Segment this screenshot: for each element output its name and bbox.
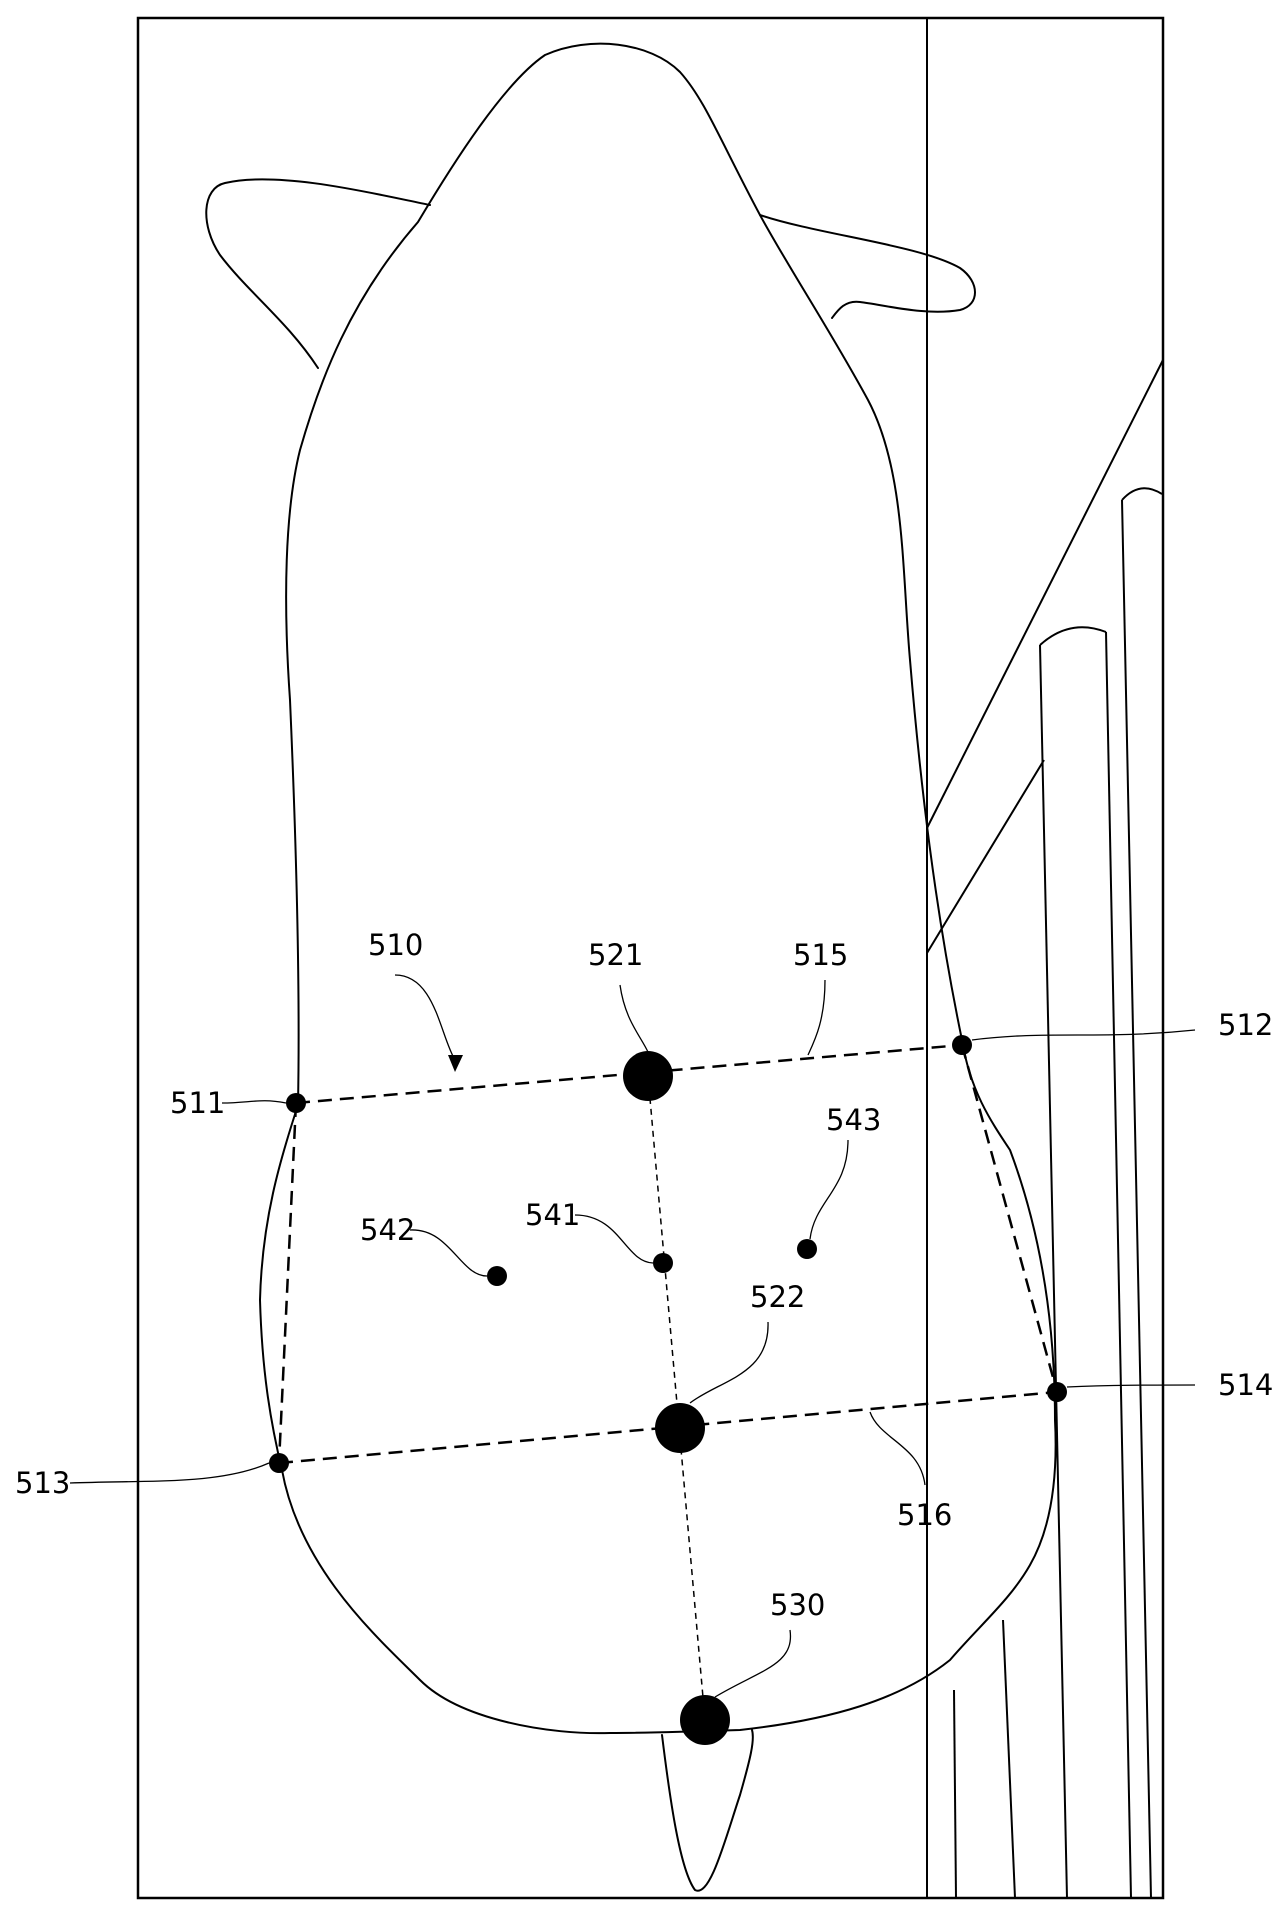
line-spine bbox=[647, 1075, 706, 1721]
label-511: 511 bbox=[170, 1086, 225, 1120]
point-521 bbox=[623, 1051, 673, 1101]
point-511 bbox=[286, 1093, 306, 1113]
point-541 bbox=[653, 1253, 673, 1273]
leader-515 bbox=[807, 979, 826, 1056]
label-543: 543 bbox=[826, 1103, 881, 1137]
point-513 bbox=[269, 1453, 289, 1473]
frame-border bbox=[136, 16, 1165, 1900]
label-522: 522 bbox=[750, 1280, 805, 1314]
label-541: 541 bbox=[525, 1198, 580, 1232]
label-515: 515 bbox=[793, 938, 848, 972]
diagonal-bar-lower bbox=[926, 759, 1045, 954]
leader-511 bbox=[221, 1100, 287, 1104]
label-516: 516 bbox=[897, 1498, 952, 1532]
line-right-side bbox=[960, 1044, 1059, 1393]
label-530: 530 bbox=[770, 1588, 825, 1622]
pipe-inner bbox=[1039, 626, 1132, 1899]
pipe-outer bbox=[1121, 487, 1163, 1899]
leader-513 bbox=[69, 1462, 270, 1484]
label-521: 521 bbox=[588, 938, 643, 972]
leader-522 bbox=[689, 1321, 769, 1404]
pig-tail bbox=[661, 1729, 754, 1892]
leader-541 bbox=[574, 1214, 654, 1264]
point-514 bbox=[1047, 1382, 1067, 1402]
pig-left-ear bbox=[205, 178, 431, 369]
diagonal-bar-upper bbox=[926, 359, 1164, 829]
leader-510 bbox=[394, 974, 456, 1061]
point-530 bbox=[680, 1695, 730, 1745]
point-542 bbox=[487, 1266, 507, 1286]
pig-right-ear bbox=[759, 214, 976, 319]
leader-514 bbox=[1066, 1384, 1196, 1388]
point-522 bbox=[655, 1403, 705, 1453]
point-512 bbox=[952, 1035, 972, 1055]
leader-543 bbox=[809, 1139, 849, 1240]
pipe-lower bbox=[953, 1619, 1016, 1899]
pig-body-outline bbox=[259, 42, 1057, 1735]
label-513: 513 bbox=[15, 1466, 70, 1500]
line-left-side bbox=[277, 1102, 298, 1464]
leader-530 bbox=[714, 1629, 792, 1698]
arrowhead-510 bbox=[448, 1055, 463, 1072]
label-514: 514 bbox=[1218, 1368, 1273, 1402]
label-512: 512 bbox=[1218, 1008, 1273, 1042]
point-543 bbox=[797, 1239, 817, 1259]
leader-516 bbox=[869, 1411, 926, 1486]
line-516 bbox=[278, 1390, 1058, 1465]
leader-512 bbox=[971, 1029, 1196, 1041]
label-510: 510 bbox=[368, 928, 423, 962]
leader-542 bbox=[409, 1229, 488, 1277]
label-542: 542 bbox=[360, 1213, 415, 1247]
leader-521 bbox=[619, 984, 649, 1053]
